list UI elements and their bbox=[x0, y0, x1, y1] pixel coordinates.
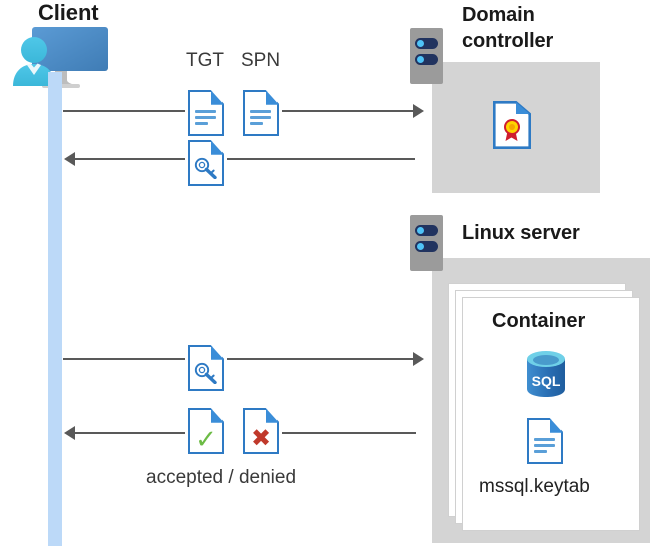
cross-icon: ✖ bbox=[250, 425, 272, 452]
container-title: Container bbox=[492, 310, 586, 332]
arrow-line-present-ticket-a bbox=[63, 358, 185, 360]
container-card-front bbox=[462, 297, 640, 531]
client-lifeline bbox=[48, 72, 62, 546]
key-document-icon bbox=[188, 140, 224, 186]
arrow-line-request-tgt-a bbox=[63, 110, 185, 112]
domain-controller-title: Domain controller bbox=[462, 4, 554, 52]
page-title-client: Client bbox=[38, 0, 99, 25]
spn-label: SPN bbox=[241, 50, 281, 71]
arrow-line-ticket-b bbox=[227, 158, 415, 160]
certificate-document-icon bbox=[493, 101, 531, 149]
arrow-line-ticket-a bbox=[75, 158, 185, 160]
linux-server-title: Linux server bbox=[462, 222, 580, 244]
arrow-line-present-ticket-b bbox=[227, 358, 413, 360]
arrow-head-left-to-client-ticket bbox=[64, 152, 75, 166]
keytab-document-icon bbox=[527, 418, 563, 464]
spn-document-icon bbox=[243, 90, 279, 136]
check-icon: ✓ bbox=[195, 424, 217, 454]
arrow-head-right-to-linux-server bbox=[413, 352, 424, 366]
tgt-document-icon bbox=[188, 90, 224, 136]
sql-database-icon: SQL bbox=[524, 350, 568, 398]
svg-text:SQL: SQL bbox=[532, 373, 561, 389]
arrow-head-left-to-client-result bbox=[64, 426, 75, 440]
server-rack-icon bbox=[410, 28, 443, 84]
key-document-icon bbox=[188, 345, 224, 391]
accepted-denied-label: accepted / denied bbox=[146, 467, 297, 488]
tgt-label: TGT bbox=[186, 50, 224, 71]
arrow-line-result-b bbox=[282, 432, 416, 434]
client-computer-icon bbox=[8, 24, 113, 90]
denied-document-icon: ✖ bbox=[243, 408, 279, 454]
accepted-document-icon: ✓ bbox=[188, 408, 224, 454]
server-rack-icon bbox=[410, 215, 443, 271]
keytab-label: mssql.keytab bbox=[479, 476, 590, 497]
arrow-head-right-to-domain-controller bbox=[413, 104, 424, 118]
arrow-line-result-a bbox=[75, 432, 185, 434]
arrow-line-request-tgt-b bbox=[282, 110, 413, 112]
